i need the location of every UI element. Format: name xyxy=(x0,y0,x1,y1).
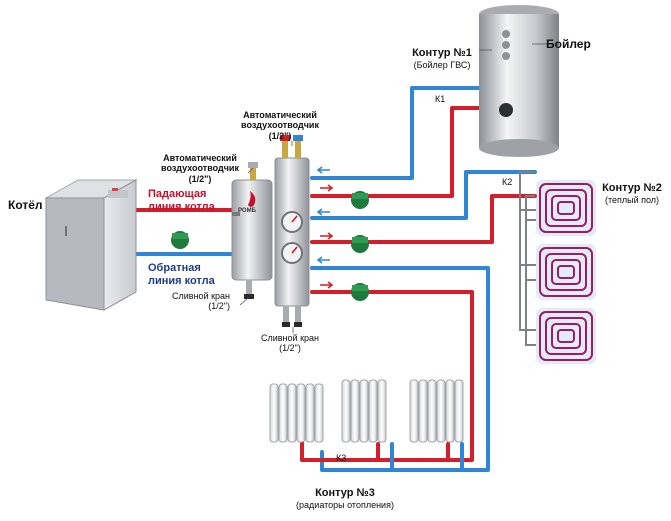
floor-collector-lines xyxy=(519,171,536,346)
boiler-tank-label: Бойлер xyxy=(546,37,591,51)
supply-line-l2: линия котла xyxy=(148,200,215,213)
supply-line-l1: Падающая xyxy=(148,188,207,200)
circuit3-caption: Контур №3 (радиаторы отопления) xyxy=(270,487,420,510)
boiler-pipes xyxy=(135,208,232,256)
air-vent-top-line2: воздухоотводчик xyxy=(241,120,319,131)
air-vent-top-line1: Автоматический xyxy=(243,110,317,120)
drain-left-caption: Сливной кран (1/2") xyxy=(150,291,230,312)
air-vent-left-line3: (1/2") xyxy=(188,173,212,184)
circuit1-pipes xyxy=(310,78,491,198)
supply-line-caption: Падающая линия котла xyxy=(148,188,215,213)
logo-text: РОМБ xyxy=(238,208,256,214)
underfloor-heating-coil-icon xyxy=(536,180,596,364)
circulation-pump-icon xyxy=(171,191,369,301)
drain-left-l2: (1/2") xyxy=(208,301,230,312)
air-vent-left-line2: воздухоотводчик xyxy=(161,163,239,174)
flow-arrow-icon xyxy=(316,166,334,289)
circuit2-subtitle: (теплый пол) xyxy=(604,194,660,205)
k3-label: К3 xyxy=(336,453,347,463)
circuit2-pipes xyxy=(310,170,537,244)
drain-bottom-l2: (1/2") xyxy=(279,343,301,354)
circuit2-title: Контур №2 xyxy=(602,182,662,194)
kotel-label: Котёл xyxy=(8,198,43,212)
k1-label: К1 xyxy=(435,94,446,104)
radiator-icon xyxy=(269,379,464,443)
distribution-manifold-icon xyxy=(274,135,310,327)
air-vent-top-line3: (1/2") xyxy=(268,130,292,141)
circuit3-subtitle: (радиаторы отопления) xyxy=(296,499,394,510)
circuit1-subtitle: (Бойлер ГВС) xyxy=(413,59,471,70)
circuit1-caption: Контур №1 (Бойлер ГВС) xyxy=(392,47,492,70)
air-vent-top-caption: Автоматический воздухоотводчик (1/2") xyxy=(225,110,335,141)
water-heater-tank-icon xyxy=(479,5,559,157)
return-line-caption: Обратная линия котла xyxy=(148,262,215,287)
circuit3-title: Контур №3 xyxy=(315,487,375,499)
return-line-l2: линия котла xyxy=(148,274,215,287)
air-vent-left-caption: Автоматический воздухоотводчик (1/2") xyxy=(150,153,250,184)
gas-boiler-icon xyxy=(44,179,138,311)
k2-label: К2 xyxy=(502,177,513,187)
air-vent-left-line1: Автоматический xyxy=(163,153,237,163)
drain-bottom-caption: Сливной кран (1/2") xyxy=(240,333,340,354)
return-line-l1: Обратная xyxy=(148,262,201,274)
circuit1-title: Контур №1 xyxy=(412,47,472,59)
callout-lines xyxy=(239,43,559,333)
drain-left-l1: Сливной кран xyxy=(172,291,230,301)
circuit2-caption: Контур №2 (теплый пол) xyxy=(592,182,671,205)
drain-bottom-l1: Сливной кран xyxy=(261,333,319,343)
hydraulic-separator-icon xyxy=(231,162,273,299)
circuit3-pipes xyxy=(300,266,490,472)
